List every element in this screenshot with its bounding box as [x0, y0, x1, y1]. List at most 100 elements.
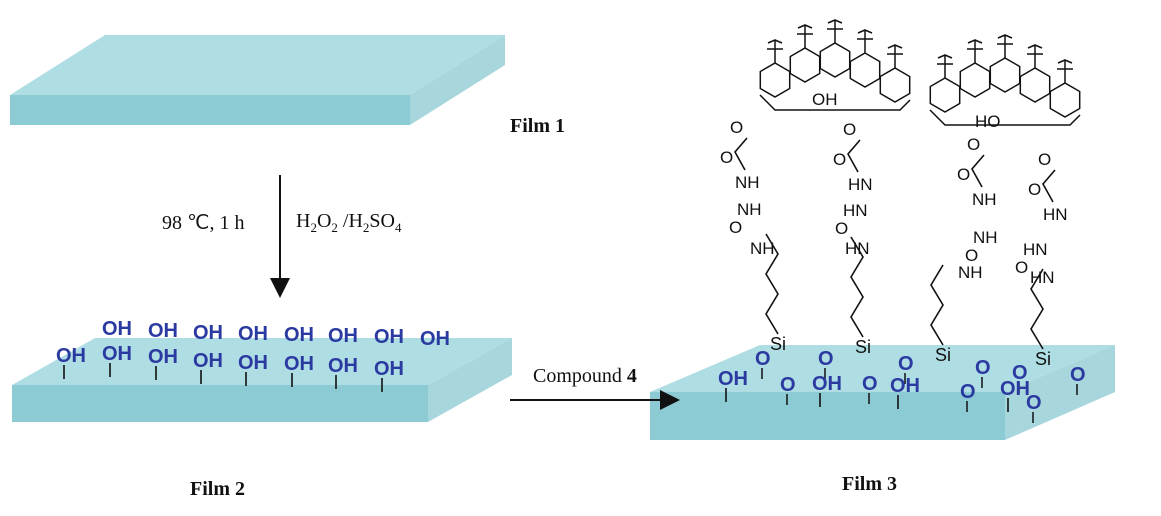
tert-butyl-1-2	[997, 34, 1013, 58]
aromatic-ring-1-1	[959, 62, 991, 98]
carbonyl-link-3	[1042, 169, 1056, 203]
tert-butyl-0-2	[827, 19, 843, 43]
aromatic-ring-1-0	[929, 77, 961, 113]
tert-butyl-0-4	[887, 44, 903, 68]
urea-oxygen-0: O	[729, 218, 742, 237]
oxygen-atom-5: O	[780, 374, 796, 396]
hydroxyl-top-3: OH	[238, 323, 268, 345]
ether-oxygen-3: O	[1038, 150, 1051, 169]
film3-hydroxyl-0: OH	[718, 368, 748, 390]
amine-label-3-1: HN	[1023, 240, 1048, 259]
oxygen-atom-2: O	[898, 353, 914, 375]
alkyl-chain-0	[765, 233, 779, 335]
aromatic-ring-0-3	[849, 52, 881, 88]
urea-oxygen-1: O	[835, 219, 848, 238]
film1-plate-side	[410, 35, 505, 125]
tert-butyl-1-1	[967, 39, 983, 63]
calixarene-structures: OH HO	[759, 19, 1081, 131]
amine-label-0-0: NH	[735, 173, 760, 192]
hydroxyl-bottom-3: OH	[193, 350, 223, 372]
reagent-sub-2a: 2	[310, 220, 317, 235]
step2-reagent: Compound 4	[533, 365, 637, 388]
film1-label: Film 1	[510, 115, 565, 137]
silicon-atom-1: Si	[855, 337, 871, 357]
film3-hydroxyl-2: OH	[890, 375, 920, 397]
amine-label-1-0: HN	[848, 175, 873, 194]
reagent-h: H	[296, 210, 311, 232]
tert-butyl-0-0	[767, 39, 783, 63]
carbonyl-oxygen-3: O	[1028, 180, 1041, 199]
hydroxyl-bottom-1: OH	[102, 343, 132, 365]
hydroxyl-top-0: OH	[102, 318, 132, 340]
hydroxyl-top-7: OH	[420, 328, 450, 350]
aromatic-ring-0-0	[759, 62, 791, 98]
hydroxyl-bottom-4: OH	[238, 352, 268, 374]
compound-number: 4	[626, 365, 637, 387]
reagent-sub-2b: 2	[331, 220, 338, 235]
tert-butyl-1-4	[1057, 59, 1073, 83]
hydroxyl-bottom-2: OH	[148, 346, 178, 368]
hydroxyl-top-6: OH	[374, 326, 404, 348]
amine-label-1-2: HN	[845, 239, 870, 258]
silicon-atom-2: Si	[935, 345, 951, 365]
film2-plate-side	[428, 338, 512, 422]
amine-label-2-1: NH	[973, 228, 998, 247]
film3-hydroxyl-3: OH	[1000, 378, 1030, 400]
carbonyl-oxygen-1: O	[833, 150, 846, 169]
hydroxyl-bottom-5: OH	[284, 353, 314, 375]
carbonyl-link-0	[734, 137, 748, 171]
aromatic-ring-1-4	[1049, 82, 1081, 118]
amine-label-2-0: NH	[972, 190, 997, 209]
aromatic-ring-0-2	[819, 42, 851, 78]
hydroxyl-bottom-6: OH	[328, 355, 358, 377]
step1-reagent: H2O2 /H2SO4	[296, 210, 401, 236]
calix-bridge-1	[929, 109, 1081, 126]
amine-label-3-0: HN	[1043, 205, 1068, 224]
film3-plate-front	[650, 392, 1005, 440]
alkyl-chain-1	[850, 236, 864, 338]
calixarene-right: HO	[929, 57, 1081, 131]
film2-plate-front	[12, 385, 428, 422]
carbonyl-oxygen-2: O	[957, 165, 970, 184]
tert-butyl-0-1	[797, 24, 813, 48]
reagent-slash-h: /H	[337, 210, 363, 232]
step1-condition: 98 ℃, 1 h	[162, 212, 245, 234]
hydroxyl-bottom-0: OH	[56, 345, 86, 367]
urea-oxygen-3: O	[1015, 258, 1028, 277]
aromatic-ring-1-3	[1019, 67, 1051, 103]
oxygen-atom-9: O	[1026, 392, 1042, 414]
film2-plate	[12, 338, 512, 422]
calixarene-left: OH	[759, 42, 911, 111]
aromatic-ring-0-1	[789, 47, 821, 83]
compound-text: Compound	[533, 365, 627, 387]
hydroxyl-top-4: OH	[284, 324, 314, 346]
silicon-atom-0: Si	[770, 334, 786, 354]
oxygen-atom-8: O	[1012, 362, 1028, 384]
oxygen-atom-4: O	[1070, 364, 1086, 386]
hydroxyl-top-1: OH	[148, 320, 178, 342]
film3-hydroxyl-1: OH	[812, 373, 842, 395]
carbonyl-link-2	[971, 154, 985, 188]
aromatic-ring-1-2	[989, 57, 1021, 93]
oxygen-atom-1: O	[818, 348, 834, 370]
calix-bridge-0	[759, 94, 911, 111]
silicon-atom-3: Si	[1035, 349, 1051, 369]
oxygen-atom-6: O	[862, 373, 878, 395]
amine-label-2-2: NH	[958, 263, 983, 282]
reagent-sub-4: 4	[394, 220, 402, 235]
carbonyl-link-1	[847, 139, 861, 173]
ether-oxygen-2: O	[967, 135, 980, 154]
oxygen-atom-7: O	[960, 381, 976, 403]
film1-plate-top	[10, 35, 505, 95]
amine-label-0-1: NH	[737, 200, 762, 219]
film2-label: Film 2	[190, 478, 245, 500]
carbonyl-oxygen-0: O	[720, 148, 733, 167]
film3-label: Film 3	[842, 473, 897, 495]
oxygen-atom-3: O	[975, 357, 991, 379]
urea-oxygen-2: O	[965, 246, 978, 265]
